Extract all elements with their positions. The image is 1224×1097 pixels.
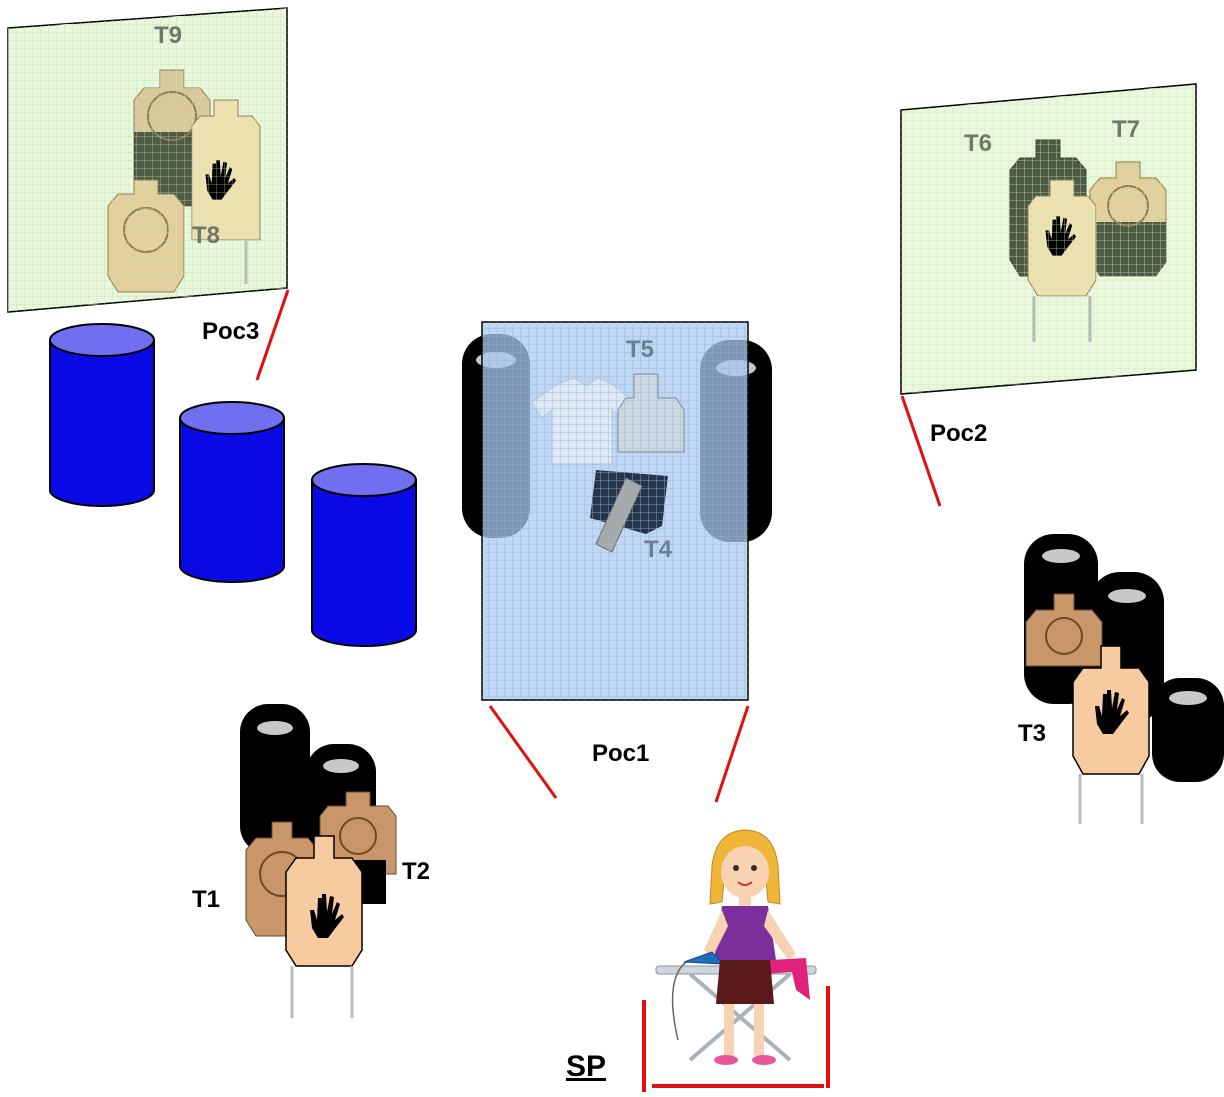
barrel-1	[49, 323, 155, 507]
label-poc2: Poc2	[930, 420, 988, 447]
wall-poc3	[7, 7, 288, 313]
label-t1: T1	[192, 886, 221, 913]
noshoot-t3	[1072, 645, 1150, 775]
target-group-t3	[1024, 534, 1224, 824]
label-t4: T4	[644, 536, 673, 563]
barrel-2	[179, 401, 285, 583]
label-sp: SP	[566, 1050, 607, 1083]
target-group-t1-t2	[240, 704, 397, 1018]
poc-lines	[255, 289, 942, 803]
poc1-line-left	[488, 705, 558, 799]
label-poc1: Poc1	[592, 740, 650, 767]
barrels	[49, 323, 417, 647]
wall-poc2	[900, 83, 1197, 395]
target-t2	[319, 791, 397, 875]
start-position-box	[642, 986, 830, 1092]
label-t6: T6	[964, 130, 993, 157]
barrel-3	[311, 463, 417, 647]
label-t9: T9	[154, 22, 183, 49]
poc2-line	[900, 395, 942, 507]
label-t5: T5	[626, 336, 655, 363]
label-t7: T7	[1112, 116, 1141, 143]
wall-poc1	[462, 321, 772, 701]
poc1-line-right	[714, 705, 750, 803]
woman-ironing-illustration	[655, 829, 817, 1065]
label-poc3: Poc3	[202, 318, 260, 345]
label-t8: T8	[192, 222, 221, 249]
label-t2: T2	[402, 858, 431, 885]
poc3-line	[255, 289, 290, 381]
label-t3: T3	[1018, 720, 1047, 747]
